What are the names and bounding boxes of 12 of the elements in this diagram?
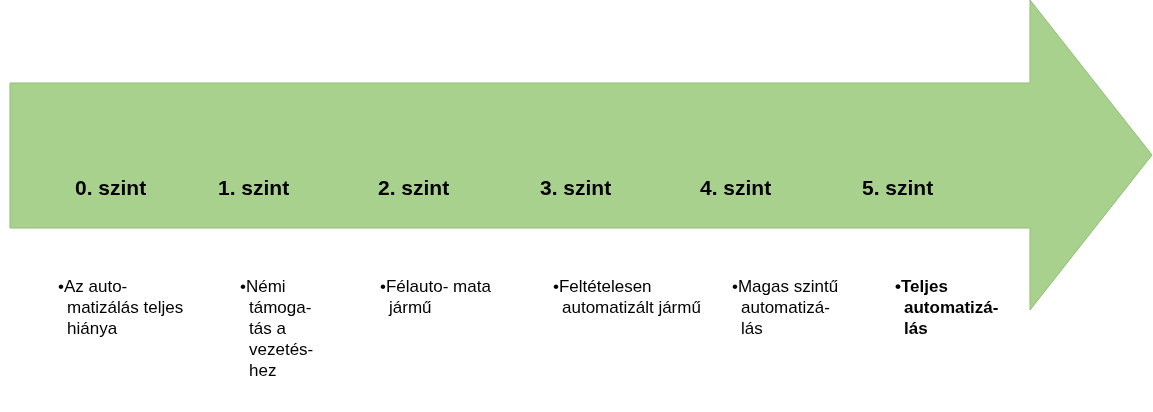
- bullet-text: •Magas szintű automatizá- lás: [732, 276, 840, 339]
- level-heading: 3. szint: [540, 176, 612, 200]
- bullet-text: •Feltételesen automatizált jármű: [553, 276, 702, 318]
- level-heading: 5. szint: [862, 176, 934, 200]
- level-heading: 1. szint: [218, 176, 290, 200]
- bullet-text: •Az auto- matizálás teljes hiánya: [58, 276, 185, 339]
- bullet-text: •Félauto- mata jármű: [380, 276, 492, 318]
- bullet-text: •Teljes automatizá- lás: [895, 276, 1000, 339]
- level-heading: 0. szint: [75, 176, 147, 200]
- level-heading: 2. szint: [378, 176, 450, 200]
- bullet-text: •Némi támoga- tás a vezetés- hez: [240, 276, 315, 381]
- level-heading: 4. szint: [700, 176, 772, 200]
